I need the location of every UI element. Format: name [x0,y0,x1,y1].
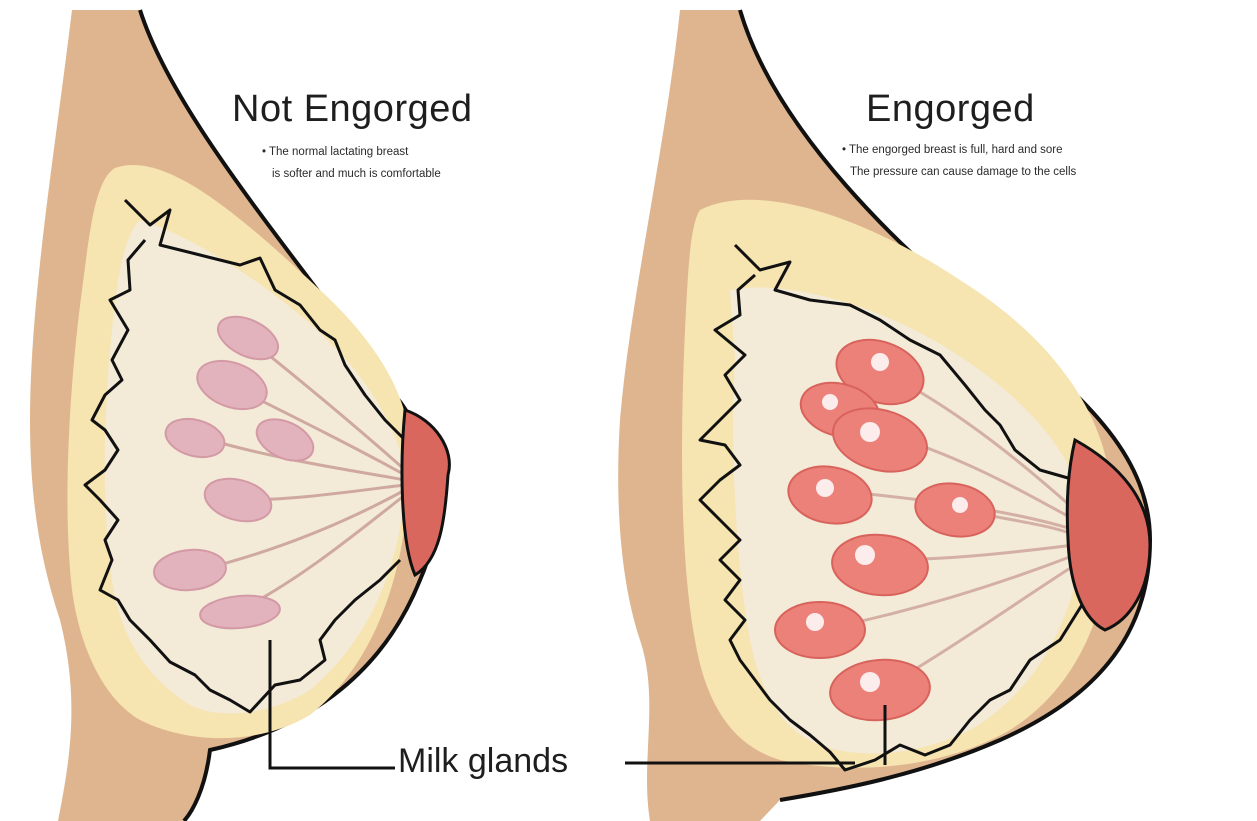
not-engorged-title: Not Engorged [232,88,473,131]
normal-nipple [402,410,449,575]
not-engorged-note-1-text: The normal lactating breast [269,146,408,158]
milk-glands-label: Milk glands [398,742,568,781]
engorged-note-1-text: The engorged breast is full, hard and so… [849,144,1063,156]
normal-breast [30,10,449,821]
engorged-nipple [1067,440,1150,630]
engorged-breast [618,10,1150,821]
engorged-note-2: The pressure can cause damage to the cel… [850,162,1076,182]
not-engorged-note-2: is softer and much is comfortable [272,164,441,184]
not-engorged-note-1: • The normal lactating breast [262,142,408,162]
engorged-title: Engorged [866,88,1035,131]
engorged-note-1: • The engorged breast is full, hard and … [842,140,1063,160]
